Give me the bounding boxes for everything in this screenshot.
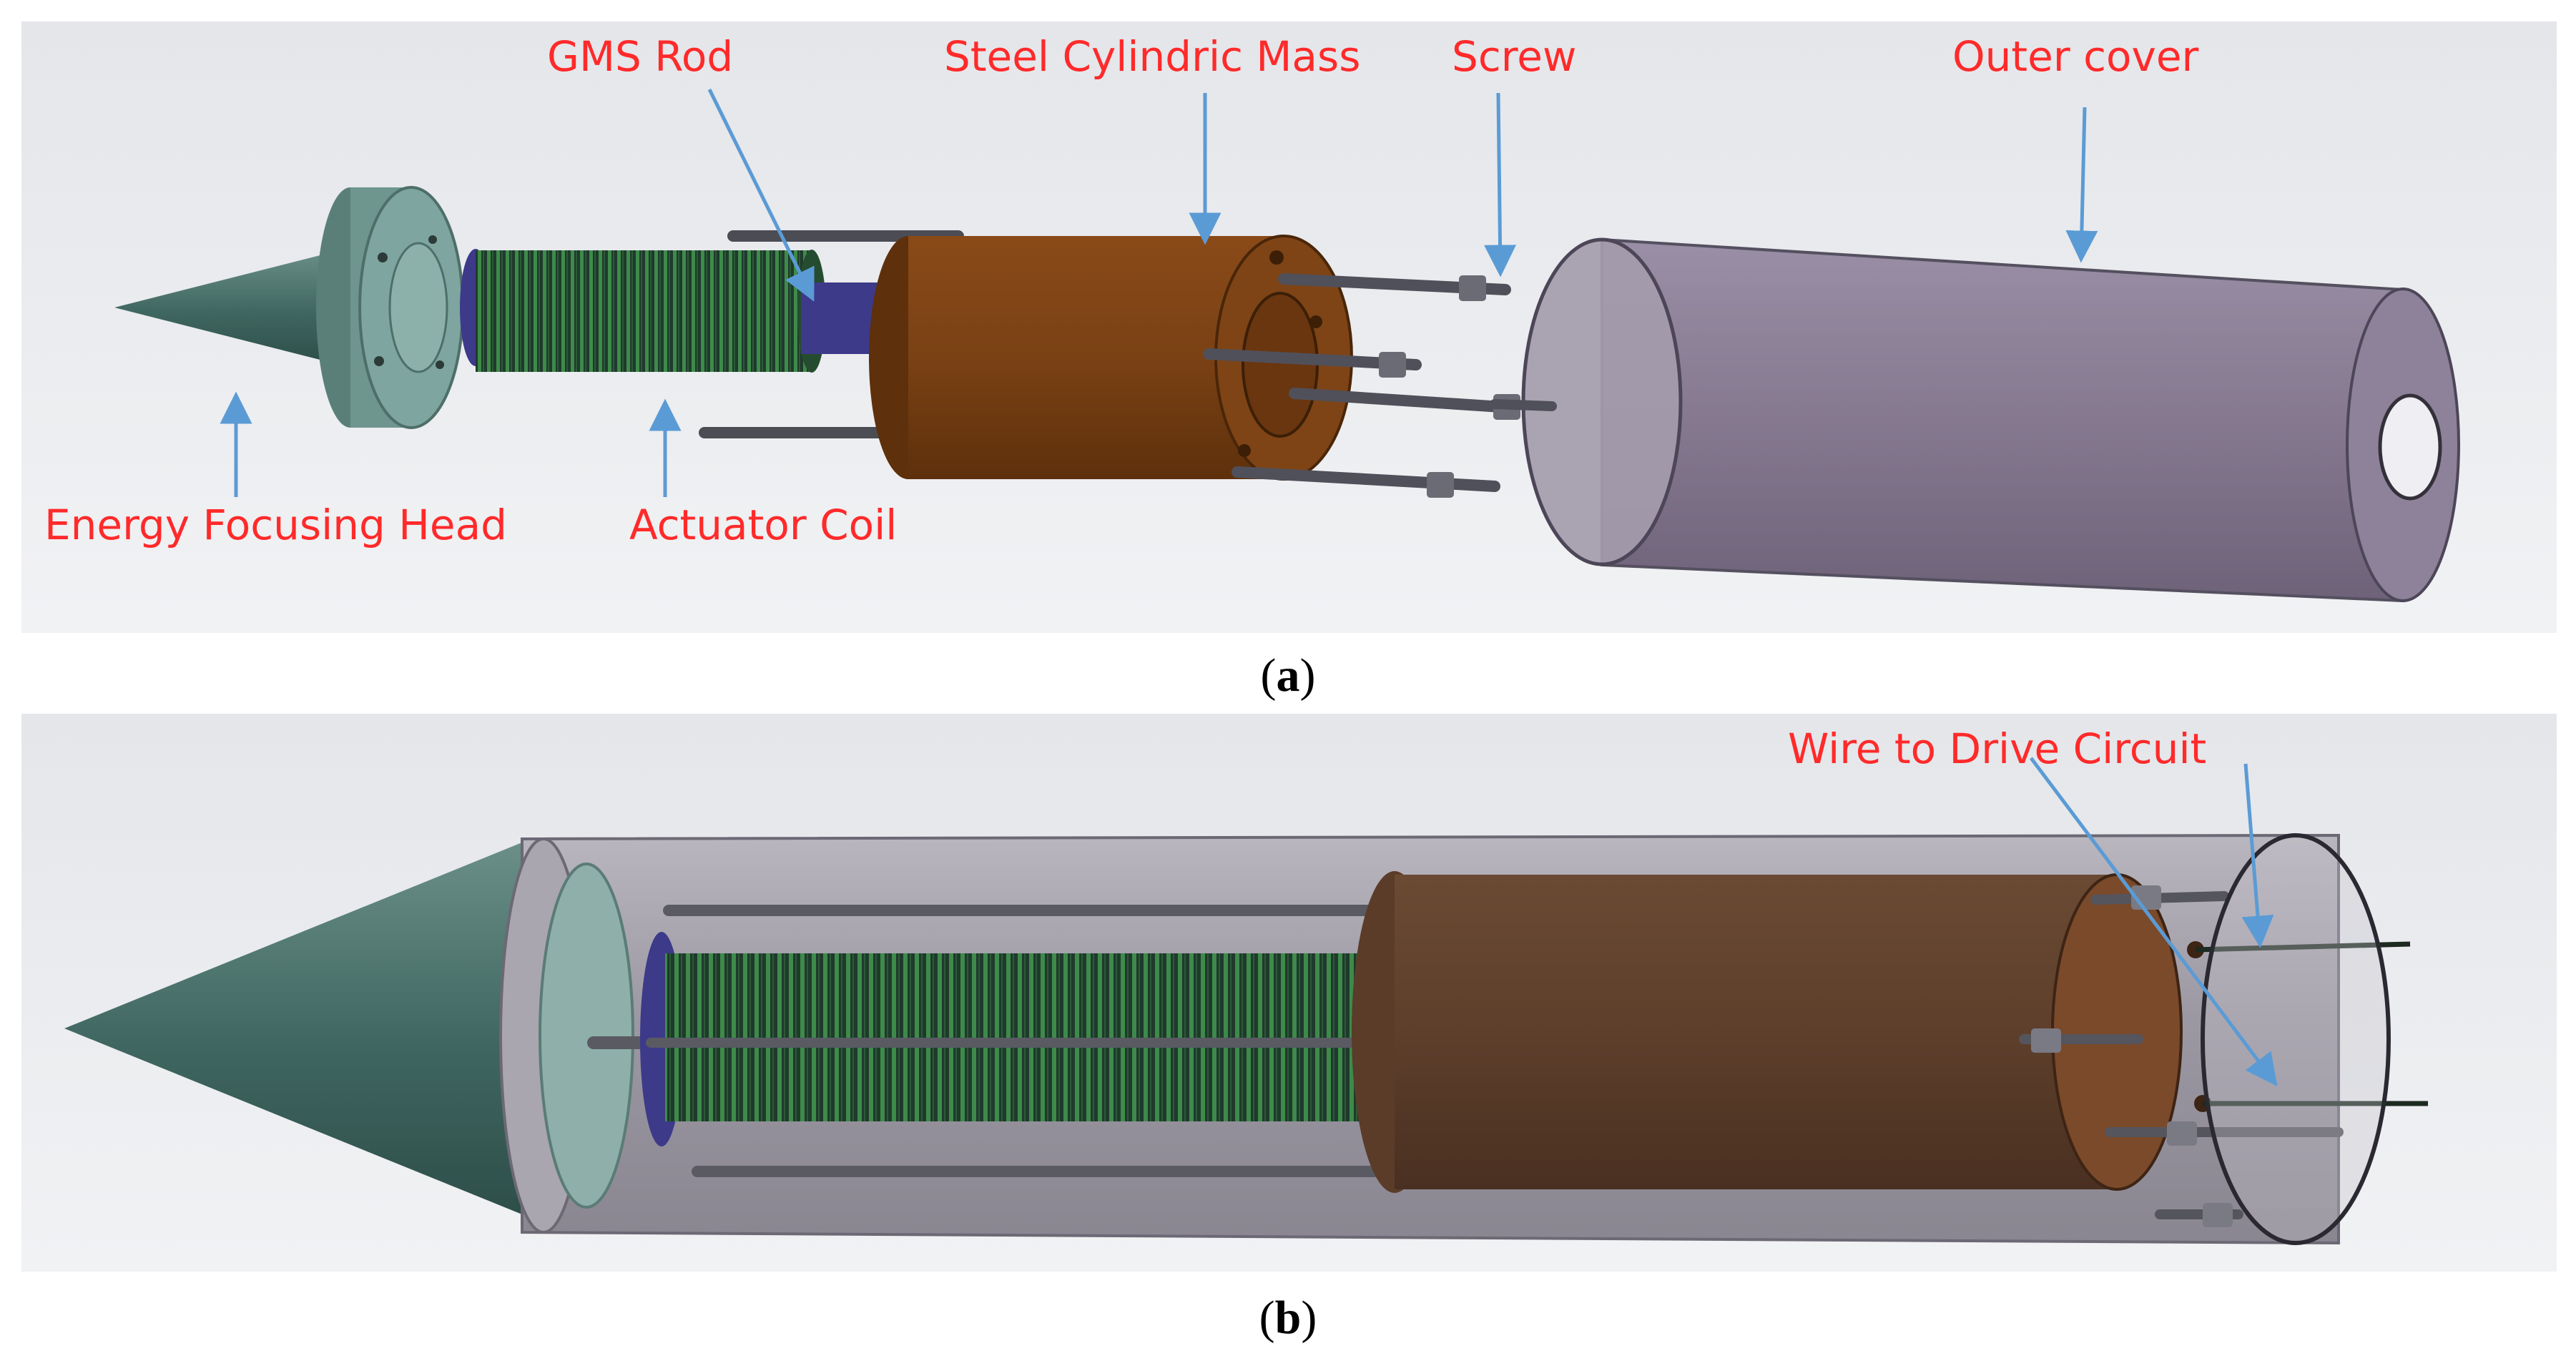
caption-b: (b) [1259, 1292, 1317, 1344]
caption-a: (a) [1260, 649, 1316, 702]
mass-end-face [2051, 873, 2183, 1191]
nut [1427, 472, 1454, 498]
screws-front [1203, 273, 1520, 498]
outer-cover [1490, 237, 2460, 603]
label-screw: Screw [1452, 32, 1577, 81]
callout-arrows [220, 88, 2098, 497]
arrow-screw [1484, 92, 1517, 277]
coil-windings [476, 250, 812, 372]
energy-focusing-head [114, 186, 464, 429]
panel-a-exploded-view: GMS Rod Steel Cylindric Mass Screw Outer… [21, 21, 2557, 633]
callout-arrows [2030, 757, 2278, 1086]
label-wire-to-drive-circuit: Wire to Drive Circuit [1788, 724, 2207, 773]
label-energy-focusing-head: Energy Focusing Head [44, 501, 507, 549]
assembled-view-drawing [21, 714, 2557, 1272]
arrow-wire-1 [2030, 757, 2278, 1086]
nut [1459, 275, 1486, 301]
actuator-coil [460, 249, 898, 373]
label-outer-cover: Outer cover [1952, 32, 2199, 81]
energy-focusing-head-cone [64, 842, 522, 1214]
label-actuator-coil: Actuator Coil [629, 501, 898, 549]
bolt-hole [436, 360, 444, 369]
arrow-outer-cover [2065, 107, 2098, 263]
arrow-gms-rod [707, 88, 815, 302]
drive-circuit-wires [2195, 941, 2428, 1106]
label-gms-rod: GMS Rod [547, 32, 734, 81]
bolt-hole [428, 235, 437, 244]
label-steel-cylindric-mass: Steel Cylindric Mass [944, 32, 1361, 81]
arrow-wire-2 [2241, 763, 2274, 948]
panel-b-assembled-view: Wire to Drive Circuit [21, 714, 2557, 1272]
outer-cover-back-end [2201, 833, 2391, 1245]
bolt-hole [378, 252, 388, 262]
flange [539, 863, 634, 1209]
actuator-coil [640, 932, 1392, 1146]
coil-windings [665, 953, 1387, 1121]
cone-tip [114, 250, 340, 365]
nut [1379, 352, 1406, 378]
bolt-hole [374, 356, 384, 366]
exploded-view-drawing [21, 21, 2557, 633]
steel-cylindric-mass [1352, 871, 2183, 1193]
cover-back-hole [2378, 393, 2442, 501]
